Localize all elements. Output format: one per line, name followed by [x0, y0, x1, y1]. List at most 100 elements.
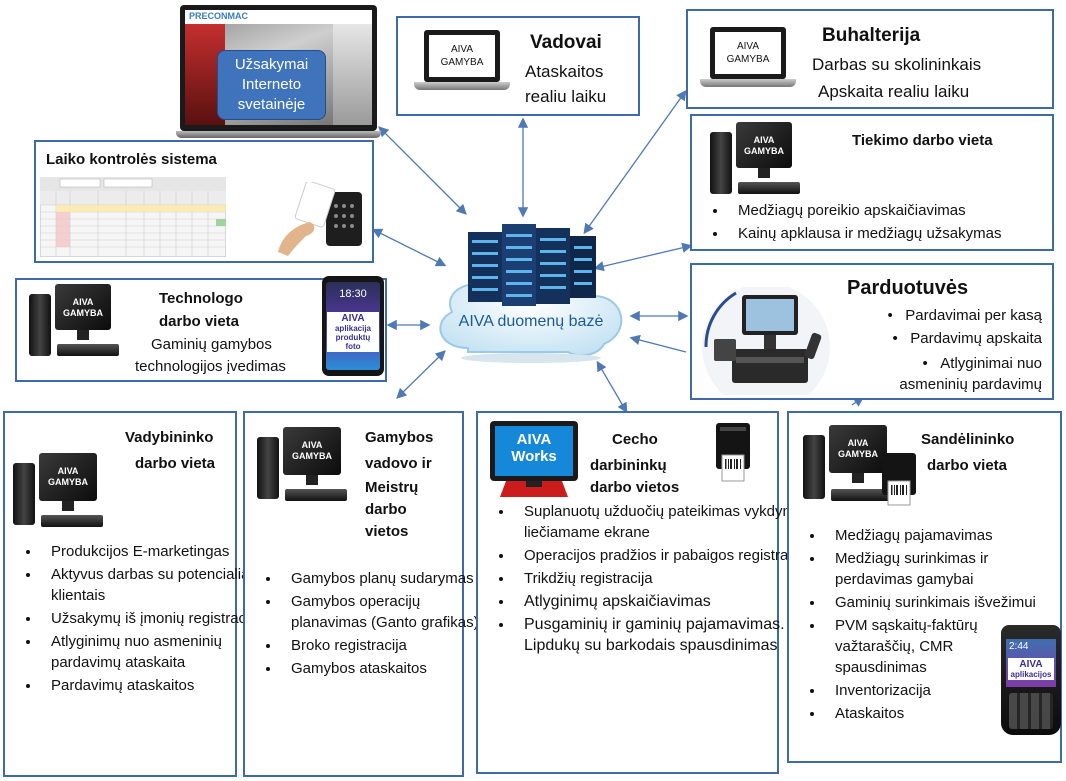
parduotuves-title: Parduotuvės [847, 277, 969, 299]
sandelininko-item-3: Gaminių surinkimais išvežimui [825, 592, 1040, 613]
parduotuves-item-1: • Pardavimai per kasą [887, 307, 1043, 324]
buhalterija-title: Buhalterija [822, 25, 921, 46]
sandelininko-item-1: Medžiagų pajamavimas [825, 525, 1040, 546]
warehouse-label-printer-icon [882, 453, 916, 506]
vadybininko-item-4: Atlyginimų nuo asmeninių pardavimų atask… [41, 631, 269, 673]
arrow-tiekimo [593, 242, 693, 272]
handheld-scanner-icon: 2:44 AIVA aplikacijos [1001, 625, 1061, 735]
phone-app-line-3: produktų [335, 333, 371, 342]
cecho-title-1: Cecho [612, 431, 658, 448]
cecho-title-3: darbo vietos [590, 479, 680, 496]
gamybos-item-2: Gamybos operacijų planavimas (Ganto graf… [281, 591, 497, 633]
sandelininko-item-4: PVM sąskaitų-faktūrų važtaraščių, CMR sp… [825, 615, 1040, 678]
phone-app-line-4: foto [345, 342, 361, 351]
database-label: AIVA duomenų bazė [458, 313, 604, 330]
vadovai-title: Vadovai [530, 32, 602, 53]
vadovai-line-2: realiu laiku [525, 87, 607, 106]
cecho-item-1: Suplanuotų užduočių pateikimas vykdymui … [514, 501, 812, 543]
website-overlay: Užsakymai Interneto svetainėje [217, 50, 326, 120]
arrow-gamybos [396, 350, 446, 399]
website-laptop: PRECONMAC Užsakymai Interneto svetainėje [176, 5, 381, 138]
arrow-website [378, 126, 467, 215]
arrow-laiko [371, 228, 447, 267]
arrow-cecho [596, 360, 628, 414]
gamybos-title-2: vadovo ir [365, 455, 432, 472]
servers-icon [468, 224, 596, 306]
gamybos-item-4: Gamybos ataskaitos [281, 658, 497, 679]
website-overlay-line-3: svetainėje [237, 96, 306, 113]
phone-icon: 18:30 AIVA aplikacija produktų foto [322, 276, 384, 376]
cecho-title-2: darbininkų [590, 457, 667, 474]
laiko-title: Laiko kontrolės sistema [46, 151, 217, 168]
terminal-screen-text: AIVA Works [495, 431, 573, 465]
tiekimo-item-2: Kainų apklausa ir medžiagų užsakymas [728, 223, 1066, 244]
technologo-line-2: technologijos įvedimas [135, 358, 286, 375]
parduotuves-item-2: • Pardavimų apskaita [892, 330, 1043, 347]
website-overlay-line-2: Interneto [241, 76, 302, 93]
phone-time: 18:30 [339, 288, 367, 300]
arrow-buhalterija [583, 89, 687, 235]
buhalterija-line-2: Apskaita realiu laiku [818, 82, 970, 101]
vadybininko-title-2: darbo vieta [135, 455, 216, 472]
gamybos-title-1: Gamybos [365, 429, 434, 446]
vadybininko-item-5: Pardavimų ataskaitos [41, 675, 269, 696]
cecho-item-2: Operacijos pradžios ir pabaigos registra… [514, 545, 812, 566]
label-printer-icon [716, 423, 750, 482]
sandelininko-title-2: darbo vieta [927, 457, 1008, 474]
gamybos-title-5: vietos [365, 523, 409, 540]
cecho-item-4: Atlyginimų apskaičiavimas [514, 591, 812, 612]
scanner-app-line-2: aplikacijos [1010, 670, 1052, 679]
vadybininko-item-3: Užsakymų iš įmonių registracija [41, 608, 269, 629]
vadovai-line-1: Ataskaitos [525, 62, 604, 81]
technologo-title-2: darbo vieta [159, 313, 240, 330]
sandelininko-item-5: Inventorizacija [825, 680, 1040, 701]
sandelininko-item-6: Ataskaitos [825, 703, 1040, 724]
gamybos-item-3: Broko registracija [281, 635, 497, 656]
spreadsheet-icon [40, 177, 226, 257]
vadybininko-item-1: Produkcijos E-marketingas [41, 541, 269, 562]
scanner-time: 2:44 [1009, 641, 1029, 652]
cash-register-icon [702, 287, 830, 395]
gamybos-item-1: Gamybos planų sudarymas [281, 568, 497, 589]
cecho-box: AIVA Works Cecho darbininkų darbo vietos… [476, 411, 811, 774]
phone-app-line-2: aplikacija [334, 324, 372, 333]
cecho-item-3: Trikdžių registracija [514, 568, 812, 589]
website-site-name: PRECONMAC [189, 11, 249, 21]
terminal-screen-line-2: Works [511, 448, 557, 465]
vadybininko-title-1: Vadybininko [125, 429, 214, 446]
scanner-app-line-1: AIVA [1019, 659, 1043, 670]
gamybos-title-4: darbo [365, 501, 407, 518]
technologo-title-1: Technologo [159, 290, 243, 307]
parduotuves-item-3: • Atlyginimai nuo asmeninių pardavimų [899, 355, 1042, 393]
touchscreen-terminal-icon [490, 421, 578, 497]
vadybininko-item-2: Aktyvus darbas su potencialiais klientai… [41, 564, 269, 606]
laiko-box: Laiko kontrolės sistema [34, 140, 374, 263]
terminal-screen-line-1: AIVA [516, 431, 552, 448]
technologo-line-1: Gaminių gamybos [151, 336, 272, 353]
website-overlay-line-1: Užsakymai [234, 56, 309, 73]
card-reader-icon [278, 182, 362, 256]
gamybos-title-3: Meistrų [365, 479, 419, 496]
parduotuves-box: Parduotuvės • Pardavimai per kasą • Pard… [690, 263, 1054, 400]
tiekimo-item-1: Medžiagų poreikio apskaičiavimas [728, 200, 1066, 221]
cecho-item-5: Pusgaminių ir gaminių pajamavimas. Lipdu… [514, 614, 812, 656]
sandelininko-title-1: Sandėlininko [921, 431, 1015, 448]
buhalterija-line-1: Darbas su skolininkais [812, 55, 982, 74]
database-node: AIVA duomenų bazė [428, 222, 634, 372]
phone-app-line-1: AIVA [341, 313, 365, 324]
